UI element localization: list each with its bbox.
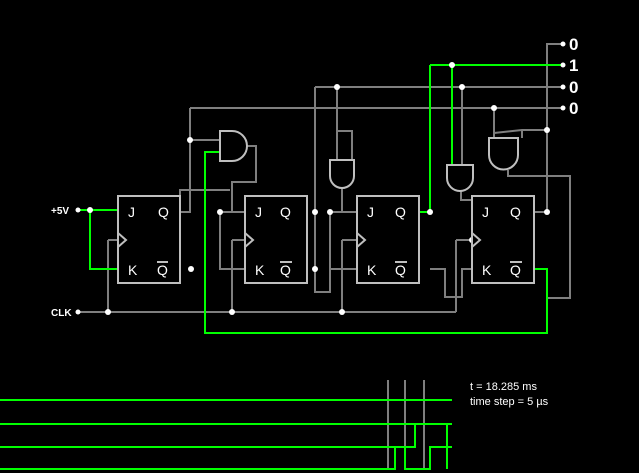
- scope-time-readout: t = 18.285 ms: [470, 381, 537, 393]
- clk-label: CLK: [51, 308, 72, 319]
- and-gate-2[interactable]: [329, 159, 355, 189]
- output-terminals: 0 1 0 0: [560, 35, 578, 118]
- pin-j-label: J: [367, 204, 374, 220]
- pin-qbar-label: Q: [280, 262, 291, 278]
- pin-q-label: Q: [510, 204, 521, 220]
- and-gate-4[interactable]: [488, 137, 519, 171]
- output-2-value: 0: [569, 78, 578, 97]
- output-3-value: 0: [569, 99, 578, 118]
- and-gate-3[interactable]: [446, 164, 474, 192]
- pin-j-label: J: [255, 204, 262, 220]
- vcc-label: +5V: [51, 206, 69, 217]
- pin-q-label: Q: [395, 204, 406, 220]
- and-gate-1[interactable]: [219, 130, 248, 162]
- pin-q-label: Q: [280, 204, 291, 220]
- scope-timestep-readout: time step = 5 µs: [470, 396, 549, 408]
- pin-k-label: K: [367, 262, 377, 278]
- pin-k-label: K: [128, 262, 138, 278]
- pin-qbar-label: Q: [510, 262, 521, 278]
- pin-k-label: K: [255, 262, 265, 278]
- pin-qbar-label: Q: [395, 262, 406, 278]
- pin-j-label: J: [482, 204, 489, 220]
- clk-input[interactable]: CLK: [51, 308, 81, 319]
- flipflop-1[interactable]: J Q K Q: [117, 195, 194, 284]
- active-wires: [0, 64, 563, 470]
- flipflop-2[interactable]: J Q K Q: [244, 195, 318, 284]
- output-0-value: 0: [569, 35, 578, 54]
- idle-wires: [78, 43, 571, 470]
- output-1-value: 1: [569, 56, 578, 75]
- pin-k-label: K: [482, 262, 492, 278]
- pin-q-label: Q: [158, 204, 169, 220]
- flipflop-3[interactable]: J Q K Q: [356, 195, 420, 284]
- junction-dots: [87, 62, 550, 315]
- vcc-input[interactable]: +5V: [51, 206, 81, 217]
- pin-qbar-label: Q: [157, 262, 168, 278]
- pin-j-label: J: [128, 204, 135, 220]
- flipflop-4[interactable]: J Q K Q: [471, 195, 535, 284]
